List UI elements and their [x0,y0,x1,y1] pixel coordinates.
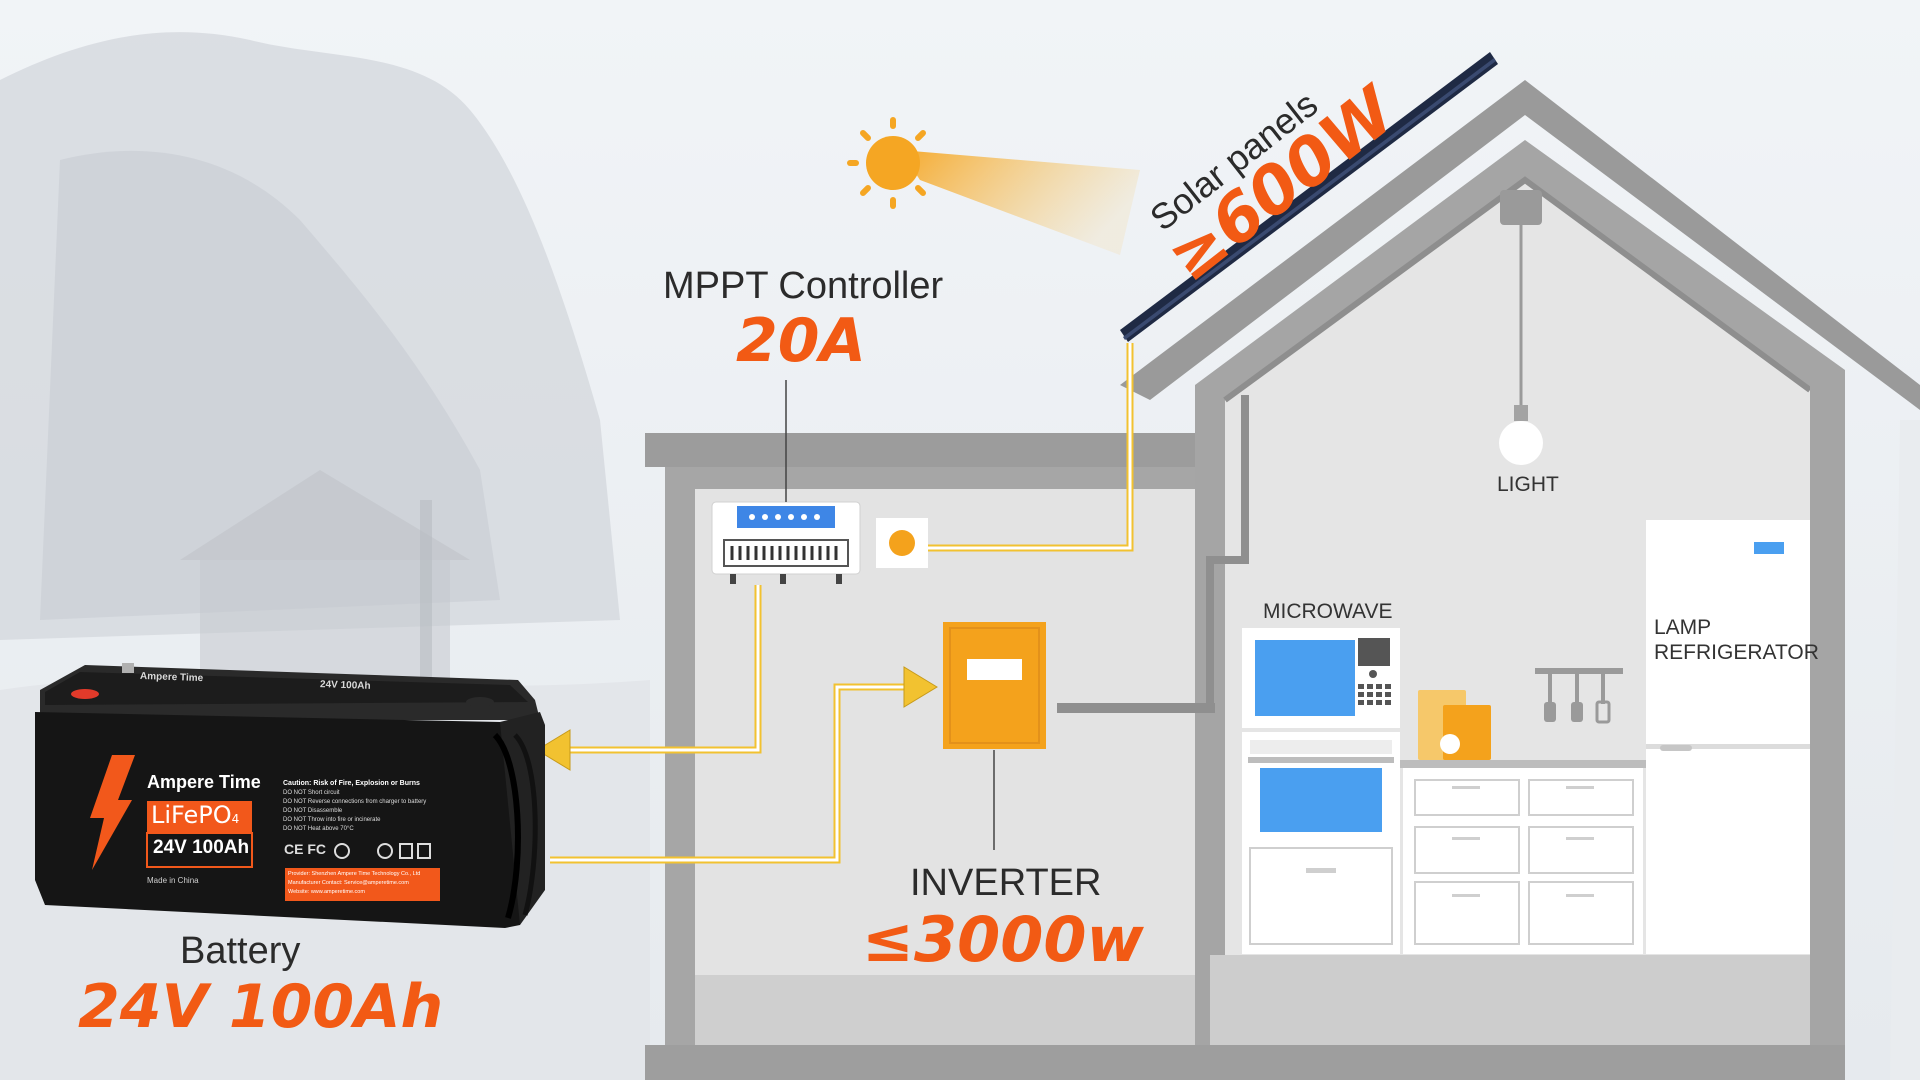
battery-caution-5: DO NOT Heat above 70°C [283,826,354,832]
arrow-to-inverter-icon [903,666,938,708]
battery-provider: Provider: Shenzhen Ampere Time Technolog… [288,871,421,877]
charge-controller-icon [711,501,861,584]
fridge-label-line2: REFRIGERATOR [1654,641,1819,664]
light-bulb-icon [1499,421,1543,465]
battery-brand: Ampere Time [147,772,261,792]
ground-slab [645,1045,1845,1080]
inverter-value: ≤3000w [862,903,1144,976]
arrow-to-battery-icon [536,729,571,771]
battery-title: Battery [180,930,301,972]
microwave-label: MICROWAVE [1263,600,1393,623]
inverter-icon [943,622,1046,749]
battery-caution-4: DO NOT Throw into fire or incinerate [283,817,381,823]
cup-icon [1440,734,1460,754]
lifepo-text: LiFePO [151,801,232,829]
battery-caution-3: DO NOT Disassemble [283,808,343,814]
sun-beam [900,150,1140,255]
battery-website: Website: www.amperetime.com [288,889,365,895]
kitchen-cabinets [1400,760,1646,954]
solar-input-sun-icon [889,530,915,556]
battery-caution-1: DO NOT Short circuit [283,790,340,796]
oven-cabinet [1242,732,1400,954]
microwave-icon [1242,628,1400,728]
battery-icon [35,663,545,928]
battery-caution-2: DO NOT Reverse connections from charger … [283,799,427,805]
battery-value: 24V 100Ah [78,972,444,1042]
inverter-title: INVERTER [910,862,1102,904]
lamp-mount [1500,190,1542,225]
annex-roof [645,433,1195,467]
battery-caution-title: Caution: Risk of Fire, Explosion or Burn… [283,780,420,787]
battery-cert-marks: CE FC [284,841,326,857]
battery-top-spec: 24V 100Ah [319,679,371,692]
battery-spec: 24V 100Ah [153,837,250,858]
refrigerator-icon [1646,520,1810,954]
battery-lifepo: LiFePO4 [151,801,239,829]
sun-icon [847,117,926,209]
solar-panel-icon [1120,52,1498,342]
utensil-rack-icon [1535,668,1623,724]
battery-made: Made in China [147,876,199,885]
battery-top-brand: Ampere Time [139,670,204,685]
light-label: LIGHT [1497,473,1559,496]
battery-contact: Manufacturer Contact: Service@amperetime… [288,880,409,886]
fridge-label-line1: LAMP [1654,616,1712,639]
lifepo-subscript: 4 [231,812,240,826]
mppt-value: 20A [736,306,866,376]
mppt-title: MPPT Controller [663,265,944,307]
